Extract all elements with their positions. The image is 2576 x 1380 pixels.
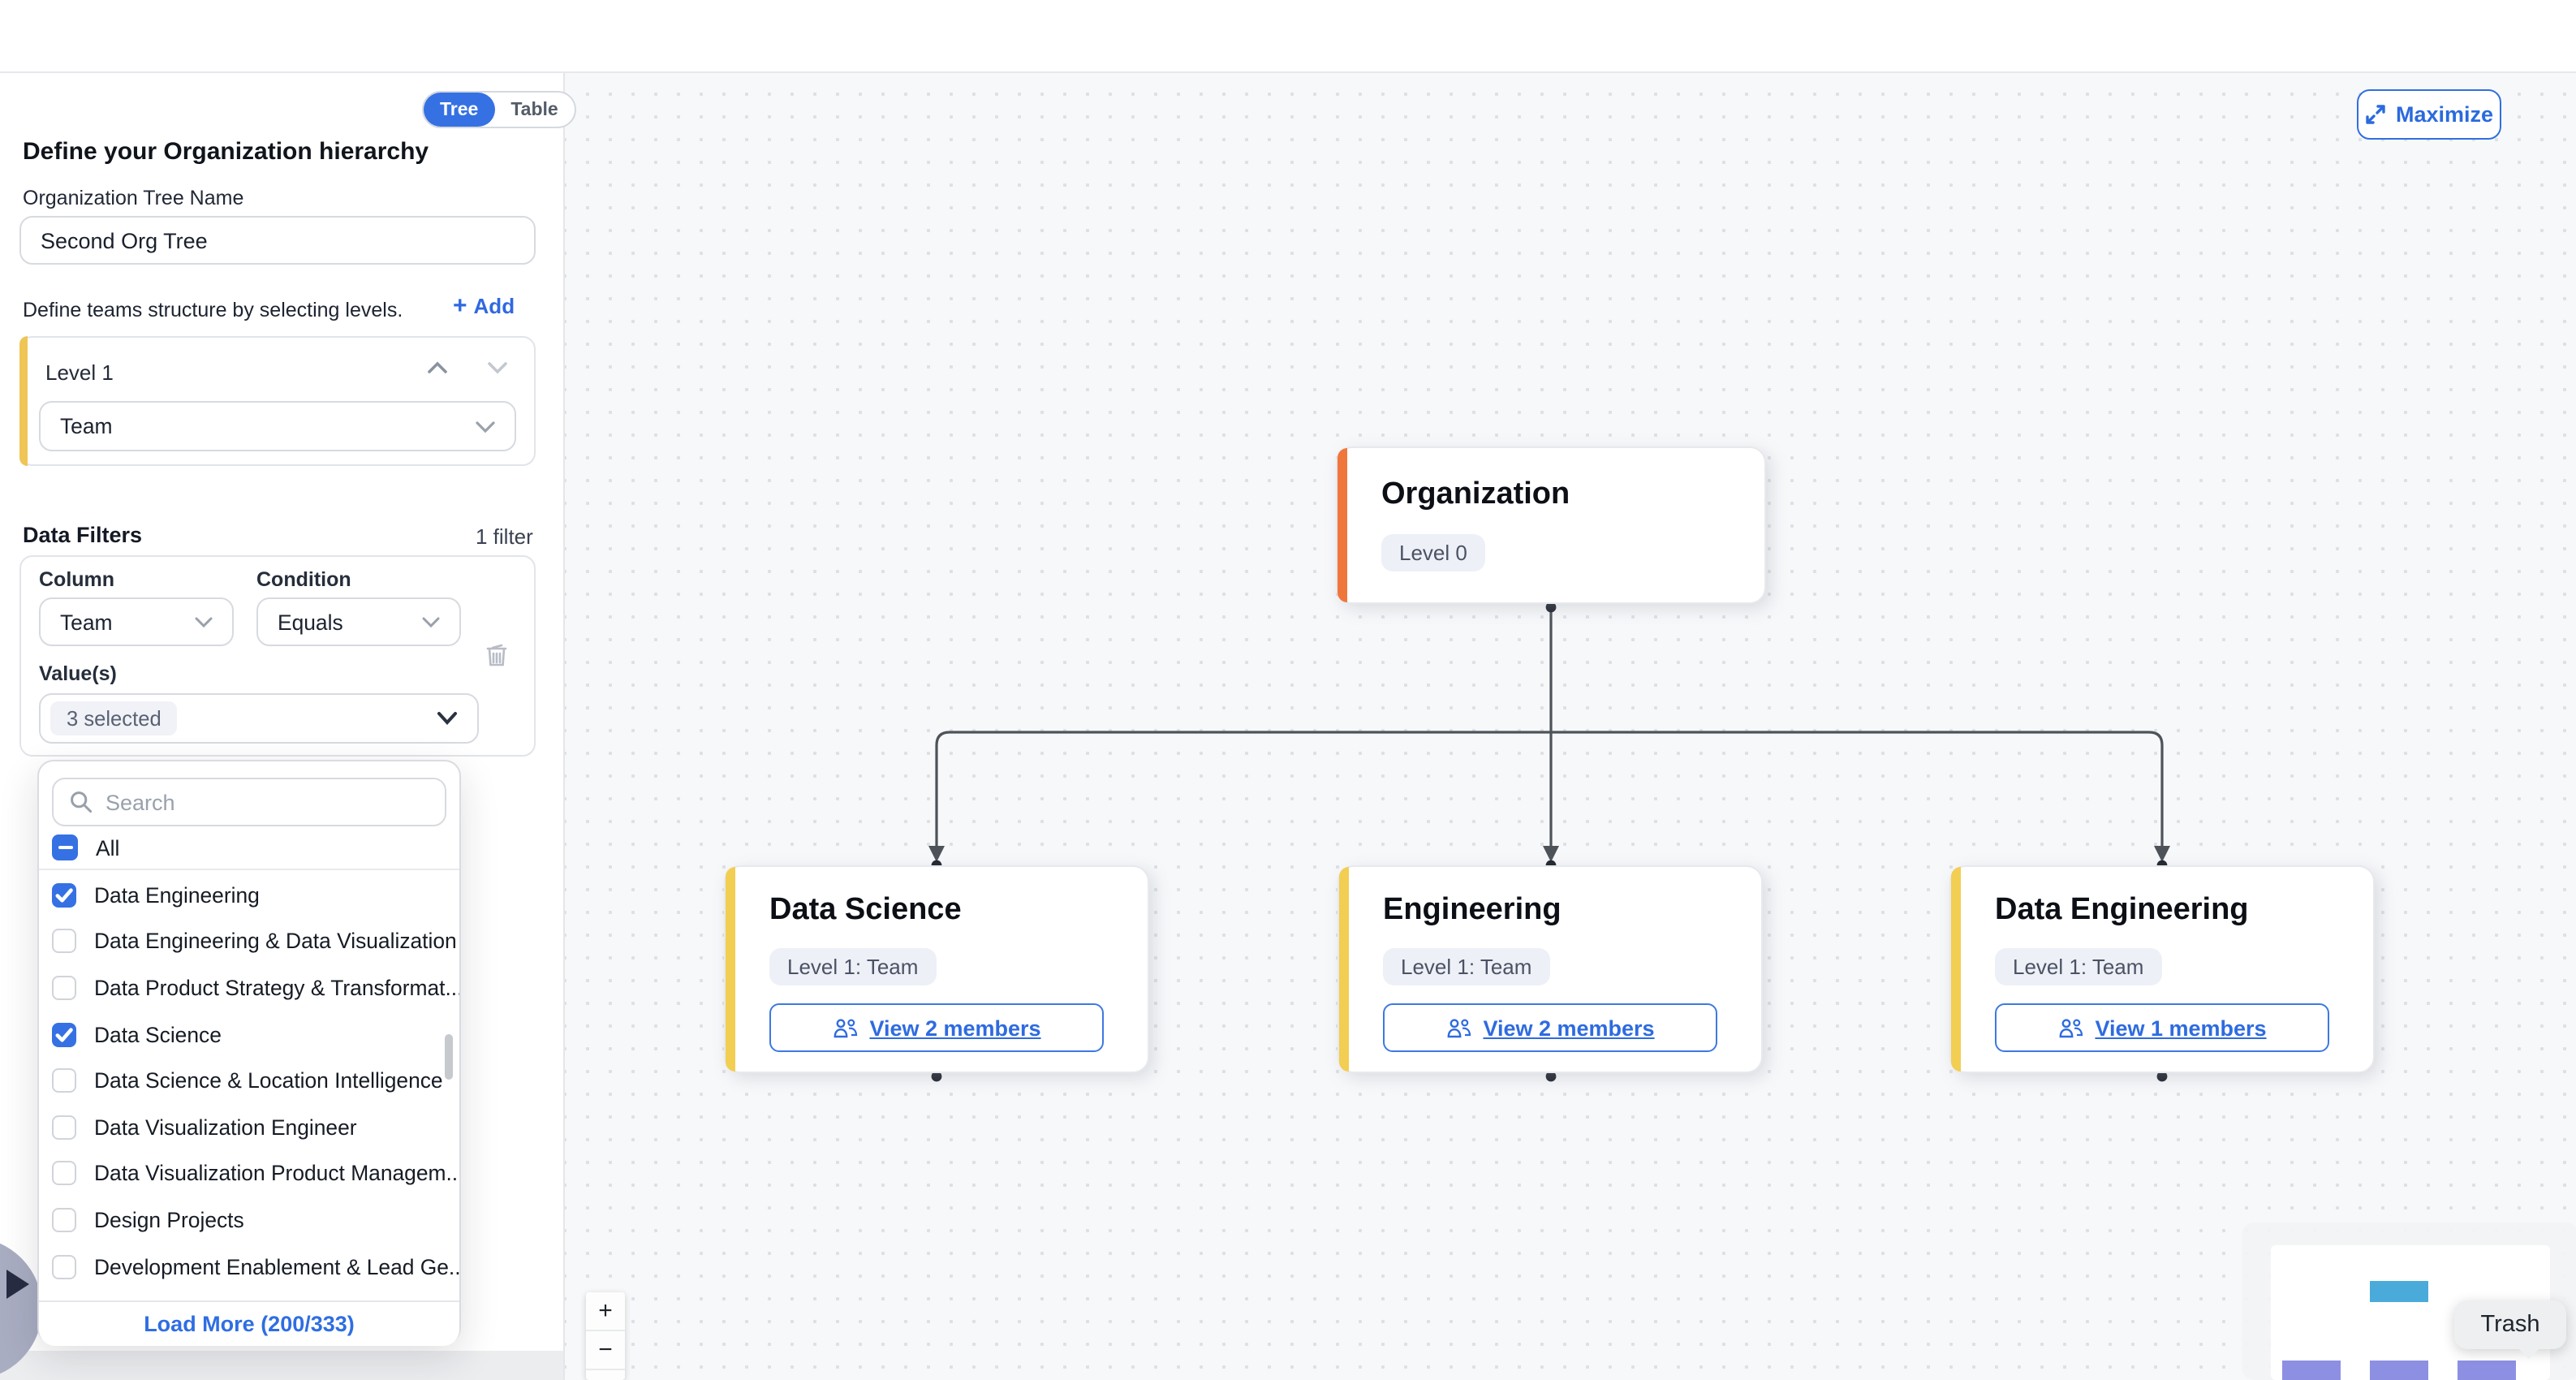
dropdown-scrollbar-thumb[interactable] — [445, 1034, 453, 1080]
node-level-badge: Level 1: Team — [1995, 948, 2162, 985]
unchecked-checkbox[interactable] — [52, 1068, 76, 1093]
org-node-root[interactable]: Organization Level 0 — [1336, 446, 1766, 604]
indeterminate-checkbox[interactable] — [52, 834, 78, 860]
zoom-out-button[interactable]: − — [586, 1331, 625, 1370]
org-node-data-science[interactable]: Data Science Level 1: Team View 2 member… — [724, 865, 1149, 1073]
hierarchy-heading: Define your Organization hierarchy — [23, 138, 429, 166]
plus-icon: + — [453, 292, 467, 320]
unchecked-checkbox[interactable] — [52, 1207, 76, 1232]
dropdown-option[interactable]: Data Engineering & Data Visualization — [39, 918, 459, 964]
chevron-down-icon — [195, 616, 213, 627]
dropdown-footer: Load More (200/333) — [39, 1300, 459, 1346]
chevron-down-icon — [437, 711, 458, 726]
load-more-link[interactable]: Load More (200/333) — [144, 1312, 355, 1336]
view-members-button[interactable]: View 2 members — [769, 1003, 1104, 1052]
filter-count: 1 filter — [476, 524, 533, 549]
dropdown-option[interactable]: Design Projects — [39, 1197, 459, 1243]
data-filters-title: Data Filters — [23, 523, 143, 547]
search-icon — [70, 791, 93, 813]
level-card-accent — [19, 336, 28, 466]
tree-edges-layer — [928, 602, 2170, 1082]
select-all-option[interactable]: All — [39, 826, 459, 869]
filter-column-select[interactable]: Team — [39, 597, 234, 646]
tree-name-value: Second Org Tree — [41, 228, 208, 252]
people-icon — [834, 1018, 857, 1037]
minimap-child-node — [2282, 1361, 2341, 1380]
node-level-badge: Level 1: Team — [769, 948, 937, 985]
top-bar — [0, 0, 2576, 73]
zoom-in-button[interactable]: + — [586, 1292, 625, 1331]
node-level-badge: Level 1: Team — [1383, 948, 1550, 985]
unchecked-checkbox[interactable] — [52, 1115, 76, 1140]
dropdown-divider — [39, 869, 459, 870]
selected-count-chip: 3 selected — [50, 701, 178, 735]
dropdown-option[interactable]: Data Visualization Product Managem... — [39, 1150, 459, 1197]
level-card-title: Level 1 — [45, 360, 114, 385]
node-title: Engineering — [1383, 893, 1562, 927]
play-icon — [6, 1270, 29, 1299]
org-node-engineering[interactable]: Engineering Level 1: Team View 2 members — [1338, 865, 1763, 1073]
dropdown-option[interactable]: Data Product Strategy & Transformat... — [39, 964, 459, 1011]
view-toggle: Tree Table — [422, 91, 576, 128]
dropdown-option[interactable]: Data Visualization Engineer — [39, 1104, 459, 1150]
sidebar-divider — [563, 71, 565, 1380]
view-members-button[interactable]: View 2 members — [1383, 1003, 1717, 1052]
people-icon — [2059, 1018, 2083, 1037]
maximize-icon — [2365, 104, 2386, 125]
org-node-data-engineering[interactable]: Data Engineering Level 1: Team View 1 me… — [1949, 865, 2375, 1073]
unchecked-checkbox[interactable] — [52, 929, 76, 954]
dropdown-option[interactable]: Development Enablement & Lead Ge... — [39, 1244, 459, 1290]
sidebar-footer-strip — [0, 1351, 563, 1380]
minimap-child-node — [2370, 1361, 2428, 1380]
move-level-down-button[interactable] — [487, 360, 508, 375]
unchecked-checkbox[interactable] — [52, 1254, 76, 1279]
node-title: Organization — [1381, 477, 1570, 511]
dropdown-option[interactable]: Data Science — [39, 1011, 459, 1058]
add-level-button[interactable]: + Add — [453, 292, 515, 320]
toggle-table[interactable]: Table — [510, 100, 558, 119]
dropdown-option[interactable]: Data Science & Location Intelligence — [39, 1058, 459, 1104]
minimap-root-node — [2370, 1281, 2428, 1302]
filter-values-select[interactable]: 3 selected — [39, 693, 479, 744]
checked-checkbox[interactable] — [52, 882, 76, 908]
tree-name-label: Organization Tree Name — [23, 187, 244, 209]
unchecked-checkbox[interactable] — [52, 1161, 76, 1186]
tree-canvas[interactable] — [565, 71, 2576, 1380]
canvas-zoom-controls: + − — [586, 1292, 625, 1380]
delete-filter-button[interactable] — [484, 641, 510, 669]
fit-view-button[interactable] — [586, 1370, 625, 1380]
tree-name-input[interactable]: Second Org Tree — [19, 216, 536, 265]
values-label: Value(s) — [39, 662, 117, 685]
node-title: Data Engineering — [1995, 893, 2249, 927]
chevron-down-icon — [476, 420, 495, 433]
people-icon — [1447, 1018, 1471, 1037]
unchecked-checkbox[interactable] — [52, 975, 76, 1000]
node-accent — [1339, 867, 1349, 1072]
node-accent — [726, 867, 735, 1072]
condition-label: Condition — [256, 568, 351, 591]
search-placeholder: Search — [106, 790, 175, 814]
toggle-tree[interactable]: Tree — [424, 93, 495, 127]
values-dropdown: Search All Data Engineering Data Enginee… — [37, 760, 461, 1346]
dropdown-option[interactable]: Development & Portfolio Strat... — [39, 1290, 459, 1300]
node-accent — [1338, 448, 1347, 602]
column-label: Column — [39, 568, 115, 591]
move-level-up-button[interactable] — [427, 360, 448, 375]
dropdown-option[interactable]: Data Engineering — [39, 872, 459, 918]
chevron-down-icon — [422, 616, 440, 627]
level-type-select[interactable]: Team — [39, 401, 516, 451]
node-level-badge: Level 0 — [1381, 534, 1485, 571]
maximize-button[interactable]: Maximize — [2357, 89, 2501, 140]
trash-tooltip: Trash — [2454, 1300, 2566, 1349]
trash-icon — [486, 644, 507, 666]
dropdown-item-list: Data Engineering Data Engineering & Data… — [39, 872, 459, 1300]
levels-hint: Define teams structure by selecting leve… — [23, 299, 403, 321]
checked-checkbox[interactable] — [52, 1022, 76, 1047]
view-members-button[interactable]: View 1 members — [1995, 1003, 2329, 1052]
node-title: Data Science — [769, 893, 962, 927]
node-accent — [1951, 867, 1961, 1072]
minimap-child-node — [2458, 1361, 2516, 1380]
dropdown-search-input[interactable]: Search — [52, 778, 446, 826]
filter-condition-select[interactable]: Equals — [256, 597, 461, 646]
